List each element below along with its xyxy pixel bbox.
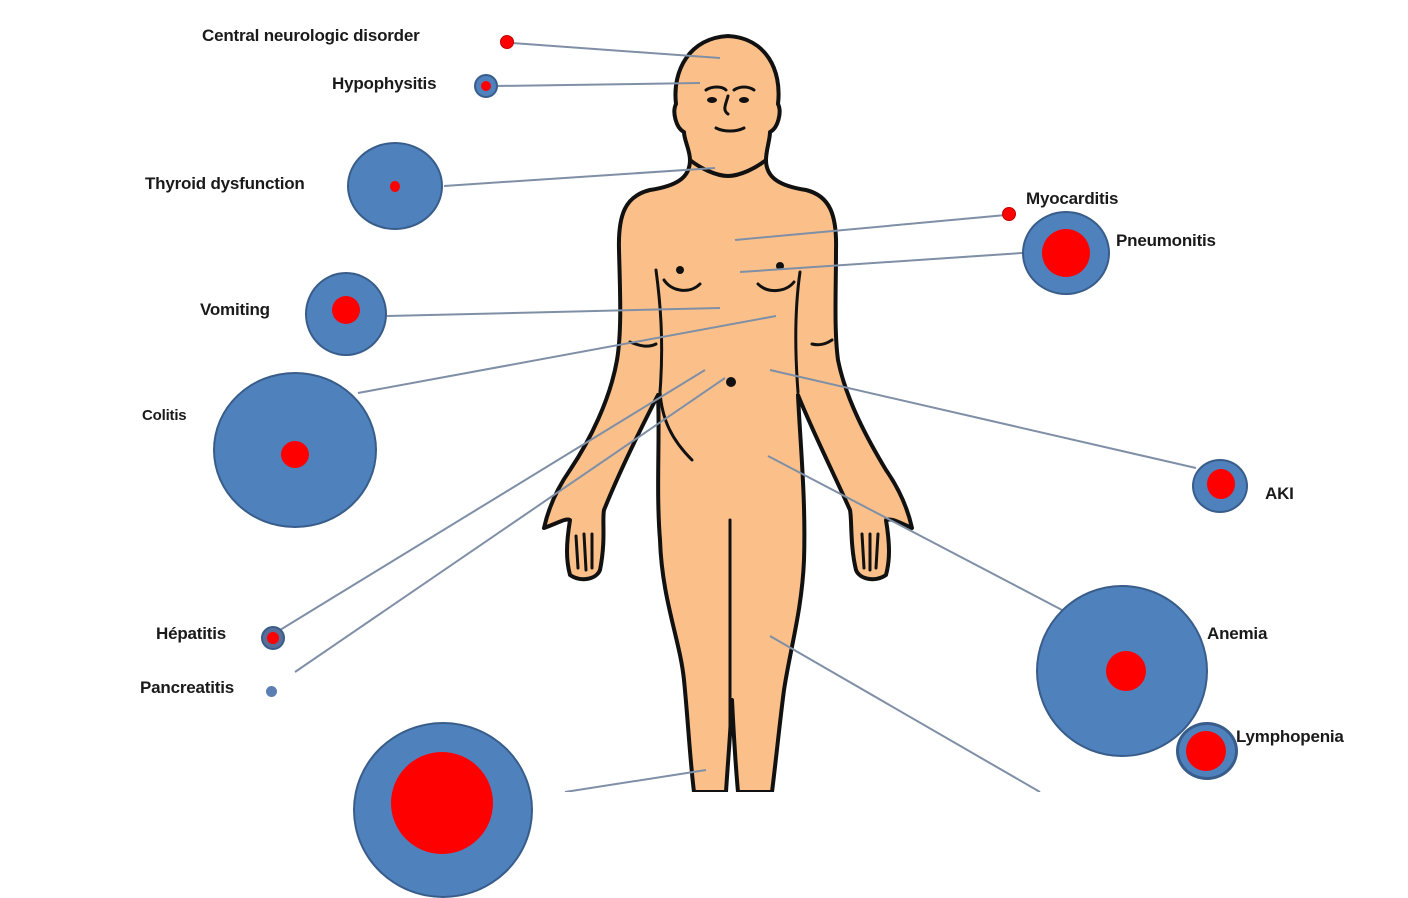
bubble-myocarditis	[1002, 207, 1016, 221]
label-lymphopenia: Lymphopenia	[1236, 727, 1344, 746]
bubble-central-neurologic-disorder	[500, 35, 514, 49]
bubble-aki	[1192, 459, 1248, 513]
bubble-colitis	[213, 372, 377, 528]
connector-lines	[279, 42, 1197, 792]
bubble-pancreatitis	[266, 686, 277, 697]
label-central-neurologic-disorder: Central neurologic disorder	[202, 26, 420, 45]
label-aki: AKI	[1265, 484, 1294, 503]
label-pancreatitis: Pancreatitis	[140, 678, 234, 697]
bubble-bottom-event-partial	[353, 722, 533, 898]
body-details	[574, 85, 880, 742]
human-body-figure	[279, 34, 1197, 792]
label-hypophysitis: Hypophysitis	[332, 74, 437, 93]
label-colitis: Colitis	[142, 407, 187, 424]
label-hepatitis: Hépatitis	[156, 624, 226, 643]
bubble-hypophysitis	[474, 74, 498, 98]
body-silhouette	[542, 34, 914, 792]
body-dots	[676, 97, 784, 387]
bubble-anemia	[1036, 585, 1208, 757]
bubble-hepatitis	[261, 626, 285, 650]
bubble-vomiting	[305, 272, 387, 356]
bubble-thyroid-dysfunction	[347, 142, 443, 230]
label-pneumonitis: Pneumonitis	[1116, 231, 1216, 250]
body-map-diagram: Central neurologic disorder Hypophysitis…	[140, 26, 1344, 898]
label-vomiting: Vomiting	[200, 300, 270, 319]
label-myocarditis: Myocarditis	[1026, 189, 1119, 208]
label-thyroid-dysfunction: Thyroid dysfunction	[145, 174, 305, 193]
label-anemia: Anemia	[1207, 624, 1268, 643]
bubble-lymphopenia	[1176, 722, 1238, 780]
bubble-pneumonitis	[1022, 211, 1110, 295]
